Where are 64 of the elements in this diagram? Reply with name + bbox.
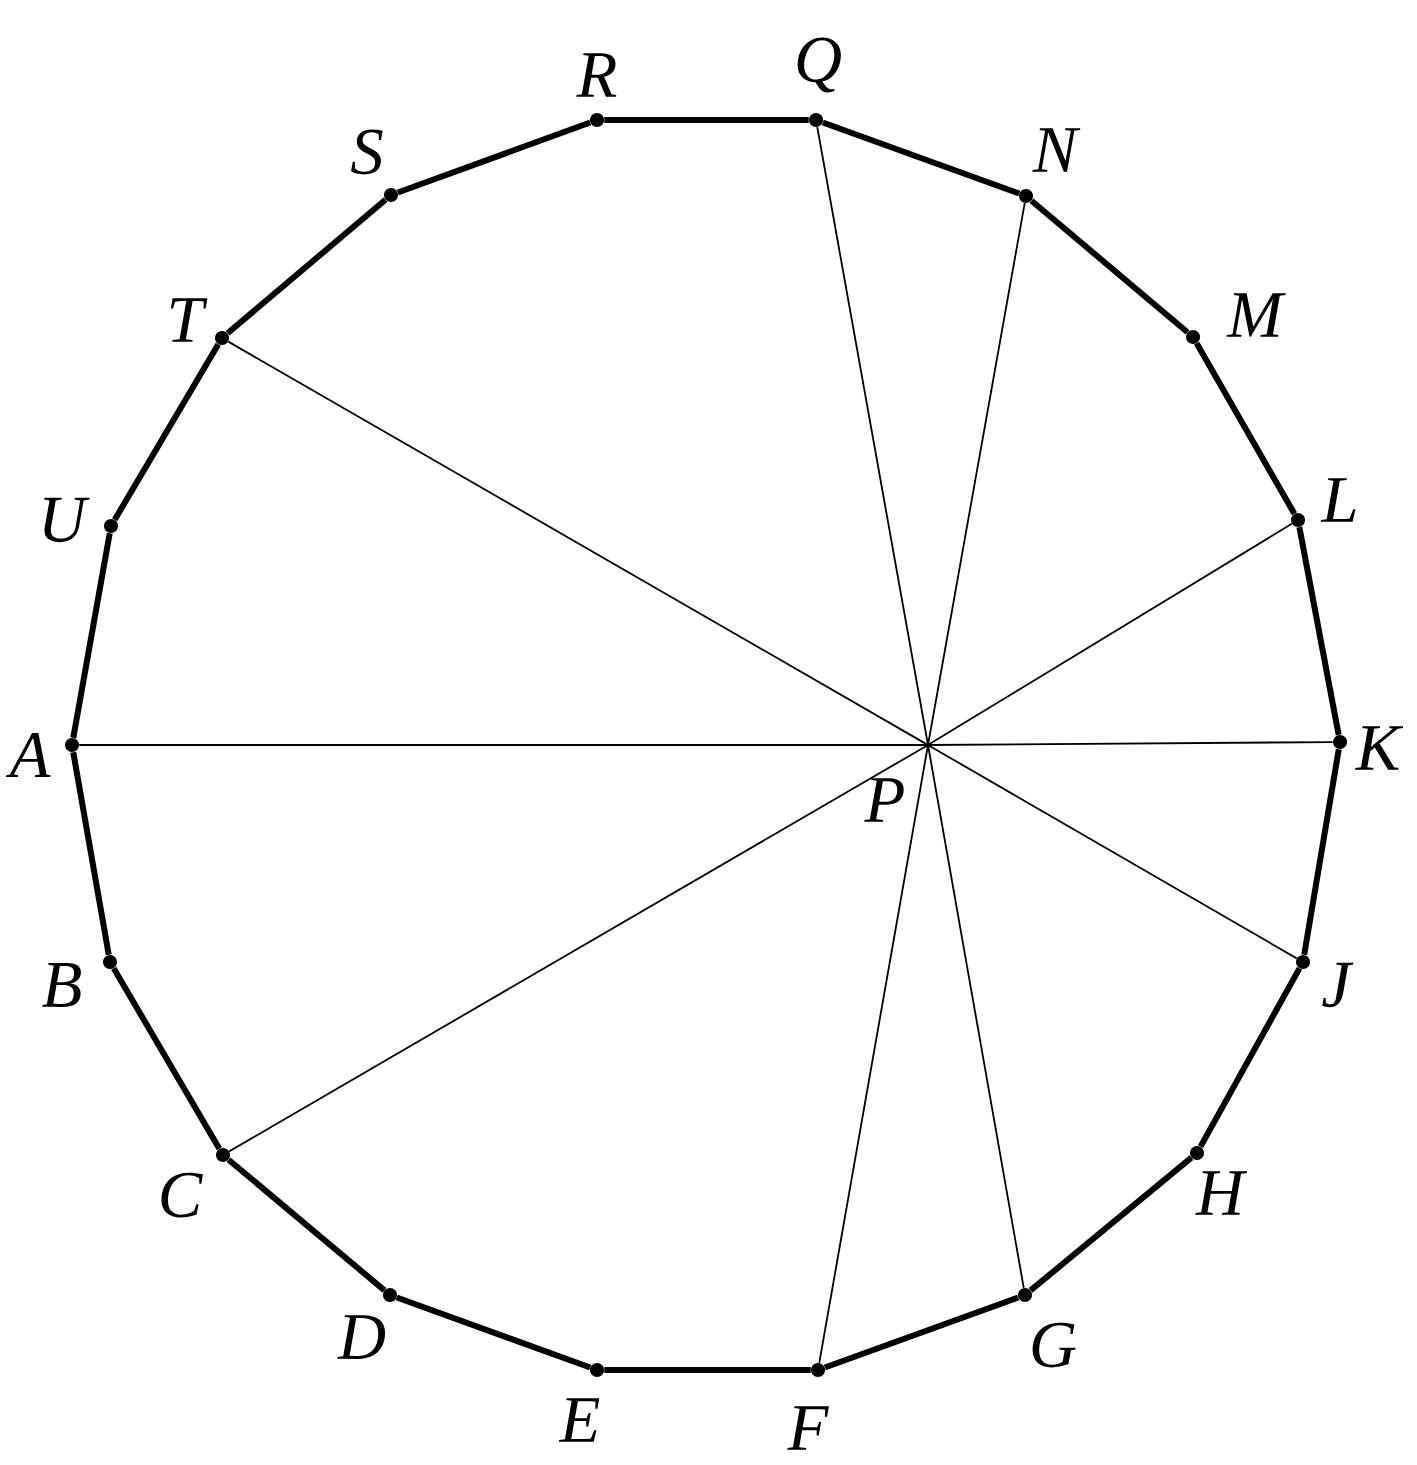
line-segment — [927, 744, 1025, 1289]
vertex-point: J — [1296, 955, 1354, 1008]
polygon-side — [70, 751, 112, 956]
vertex-point: M — [1186, 293, 1286, 344]
node-label: C — [161, 1172, 203, 1218]
vertex-point: K — [1333, 726, 1404, 770]
vertex-point: E — [558, 1363, 604, 1442]
line-segment — [927, 522, 1293, 746]
node-label: H — [1195, 1171, 1248, 1215]
node-label: D — [337, 1315, 386, 1359]
polygon-side — [1029, 198, 1190, 335]
vertex-point: D — [337, 1288, 397, 1359]
polygon-side — [70, 532, 113, 739]
vertex-point: H — [1190, 1146, 1248, 1215]
polygon-side — [604, 117, 809, 123]
node-label: E — [558, 1398, 600, 1442]
node-label: J — [1322, 962, 1354, 1008]
vertex-point: L — [1291, 478, 1356, 527]
polygon-side — [1194, 341, 1297, 516]
polygon-side — [112, 342, 221, 522]
node-label: S — [351, 129, 383, 175]
polygon-side — [1301, 748, 1342, 956]
polygon-side — [821, 119, 1021, 197]
polygon-side — [823, 1294, 1020, 1371]
vertex-point: G — [1018, 1288, 1076, 1368]
node-label: Q — [797, 37, 841, 93]
vertex-point: U — [44, 497, 118, 543]
polygon-side — [226, 1157, 387, 1293]
polygon-side — [1028, 1155, 1194, 1293]
node-label: B — [42, 963, 81, 1007]
node-label: F — [787, 1406, 829, 1450]
vertex-point: N — [1019, 128, 1081, 203]
node-label: U — [44, 497, 90, 543]
polygon-side — [395, 1294, 592, 1371]
polygon-side — [396, 119, 592, 196]
vertex-point: A — [6, 733, 79, 777]
polygon-side — [111, 966, 222, 1151]
vertex-point: B — [42, 955, 117, 1007]
point-label: P — [864, 778, 904, 822]
node-label: G — [1032, 1322, 1076, 1368]
line-segment — [818, 744, 929, 1364]
line-segment — [816, 126, 929, 746]
polygon-side — [1296, 526, 1342, 736]
polygon-side — [225, 197, 388, 336]
node-label: L — [1320, 478, 1356, 522]
node-label: R — [576, 53, 617, 97]
line-segment — [228, 744, 929, 1153]
node-label: K — [1354, 726, 1404, 770]
vertex-point: T — [170, 298, 229, 345]
vertex-point: R — [576, 53, 617, 127]
line-segment — [927, 202, 1026, 746]
vertex-point: Q — [797, 37, 841, 127]
line-segment — [927, 741, 1334, 746]
polygon-side — [604, 1367, 811, 1373]
node-label: M — [1226, 293, 1286, 337]
vertex-point: F — [787, 1363, 829, 1450]
line-segment — [227, 340, 929, 746]
node-label: N — [1032, 128, 1081, 172]
line-segment — [927, 744, 1298, 960]
polygon-side — [1197, 966, 1303, 1149]
node-label: T — [170, 298, 208, 342]
vertex-point: C — [161, 1148, 230, 1218]
node-label: A — [6, 733, 51, 778]
vertex-point: S — [351, 129, 398, 202]
